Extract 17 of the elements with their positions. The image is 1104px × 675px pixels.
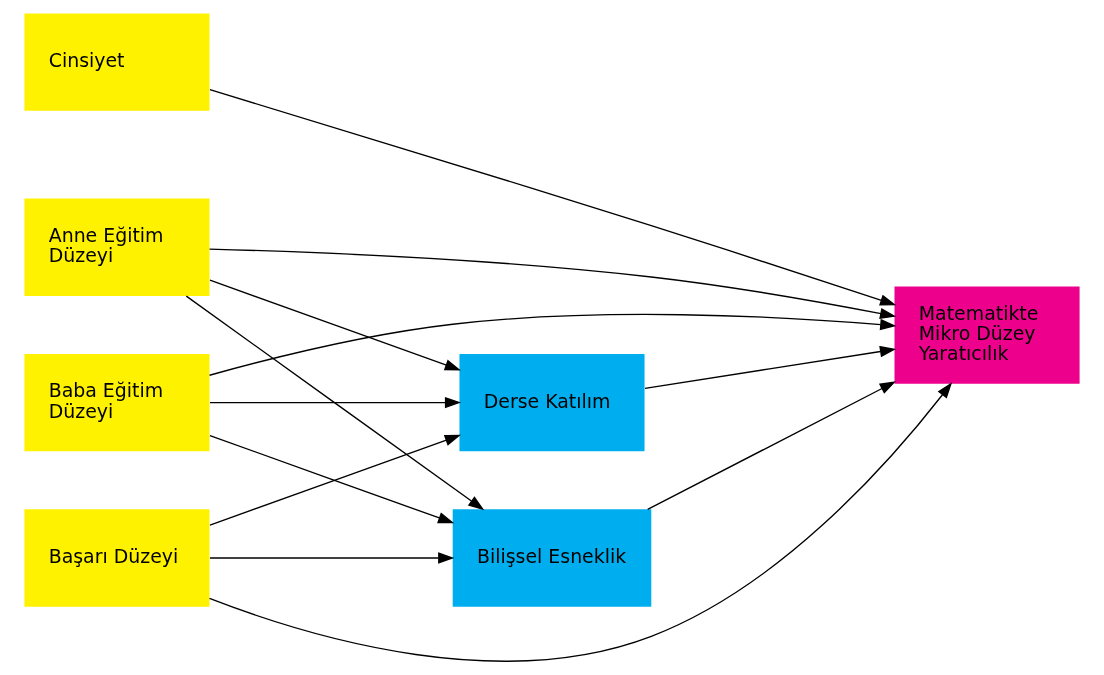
arrow bbox=[209, 279, 461, 371]
arrow bbox=[209, 552, 455, 564]
node-box: Anne Eğitim Düzeyi bbox=[24, 198, 210, 296]
node-box: Başarı Düzeyi bbox=[24, 509, 210, 607]
arrow bbox=[208, 248, 897, 320]
node-box: Baba Eğitim Düzeyi bbox=[24, 354, 210, 452]
arrow bbox=[209, 89, 897, 306]
arrow bbox=[209, 396, 462, 409]
node-box: Derse Katılım bbox=[459, 354, 645, 452]
arrow bbox=[647, 381, 896, 511]
arrow bbox=[644, 345, 897, 389]
node-box: Bilişsel Esneklik bbox=[452, 509, 652, 607]
node-box: Matematikte Mikro Düzey Yaratıcılık bbox=[894, 286, 1080, 384]
node-box: Cinsiyet bbox=[24, 13, 210, 111]
arrow bbox=[208, 313, 897, 376]
arrow bbox=[185, 295, 485, 511]
arrow bbox=[208, 382, 953, 662]
